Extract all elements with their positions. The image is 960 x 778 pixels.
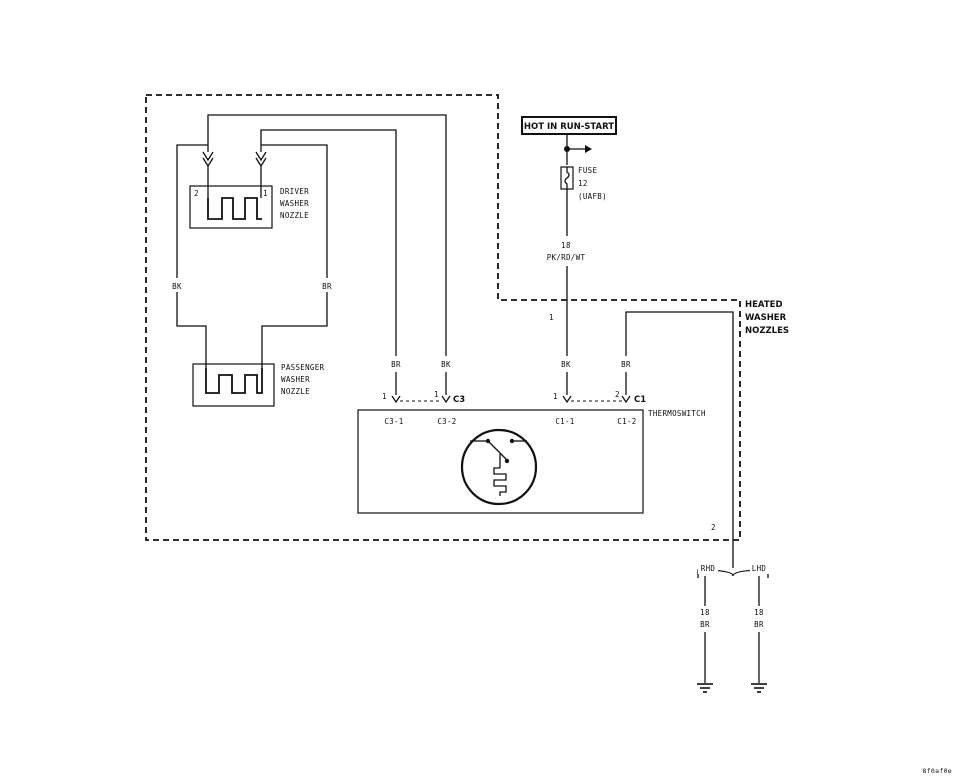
c1-cavity-2: C1-2 [617, 417, 636, 426]
continuation-arrow [585, 145, 592, 153]
feed-wire-gauge: 18 [561, 241, 571, 250]
c3-bk-label: BK [441, 360, 451, 369]
module-label-line1: HEATED [745, 300, 783, 310]
bk-left-label: BK [172, 282, 182, 291]
ground-left-gauge: 18 [700, 608, 710, 617]
figure-code: 8f0af0e [923, 767, 953, 775]
module-label-line2: WASHER [745, 313, 787, 323]
br-left-label: BR [322, 282, 332, 291]
c3-pin2: 1 [434, 390, 439, 399]
driver-heater-element [207, 197, 262, 220]
driver-pin-right: 1 [263, 189, 268, 198]
c3-name: C3 [453, 395, 465, 405]
passenger-nozzle-box [192, 363, 275, 407]
c1-bk-label: BK [561, 360, 571, 369]
ground-symbol-right [751, 683, 767, 693]
module-label-line3: NOZZLES [745, 326, 789, 336]
driver-nozzle-label-1: DRIVER [280, 187, 309, 196]
passenger-nozzle-label-3: NOZZLE [281, 387, 310, 396]
power-source-label: HOT IN RUN-START [524, 122, 614, 132]
passenger-nozzle-label-1: PASSENGER [281, 363, 325, 372]
ground-symbol-left [697, 683, 713, 693]
thermoswitch-symbol [460, 428, 538, 506]
c1-br-label: BR [621, 360, 631, 369]
c3-pin1: 1 [382, 392, 387, 401]
driver-pin-left: 2 [194, 189, 199, 198]
driver-nozzle-box [189, 185, 273, 229]
power-source-box [521, 116, 617, 135]
thermoswitch-label: THERMOSWITCH [648, 409, 706, 418]
ground-right-gauge: 18 [754, 608, 764, 617]
thermoswitch-box [357, 409, 644, 514]
driver-nozzle-label-2: WASHER [280, 199, 309, 208]
fuse-number: 12 [578, 179, 588, 188]
c3-cavity-1: C3-1 [384, 417, 403, 426]
ground-pin: 2 [711, 523, 716, 532]
ground-right-color: BR [754, 620, 764, 629]
c3-br-label: BR [391, 360, 401, 369]
c1-cavity-1: C1-1 [555, 417, 574, 426]
driver-nozzle-label-3: NOZZLE [280, 211, 309, 220]
c3-cavity-2: C3-2 [437, 417, 456, 426]
passenger-nozzle-label-2: WASHER [281, 375, 310, 384]
fuse-location: (UAFB) [578, 192, 607, 201]
c1-name: C1 [634, 395, 646, 405]
fuse-name: FUSE [578, 166, 597, 175]
ground-left-color: BR [700, 620, 710, 629]
ground-left-label: RHD [701, 564, 716, 573]
ground-right-label: LHD [752, 564, 767, 573]
feed-wire-color: PK/RD/WT [547, 253, 586, 262]
c1-pin1: 1 [553, 392, 558, 401]
passenger-heater-element [205, 368, 263, 394]
module-boundary [145, 94, 741, 541]
c1-pin2: 2 [615, 390, 620, 399]
splice-pin: 1 [549, 313, 554, 322]
